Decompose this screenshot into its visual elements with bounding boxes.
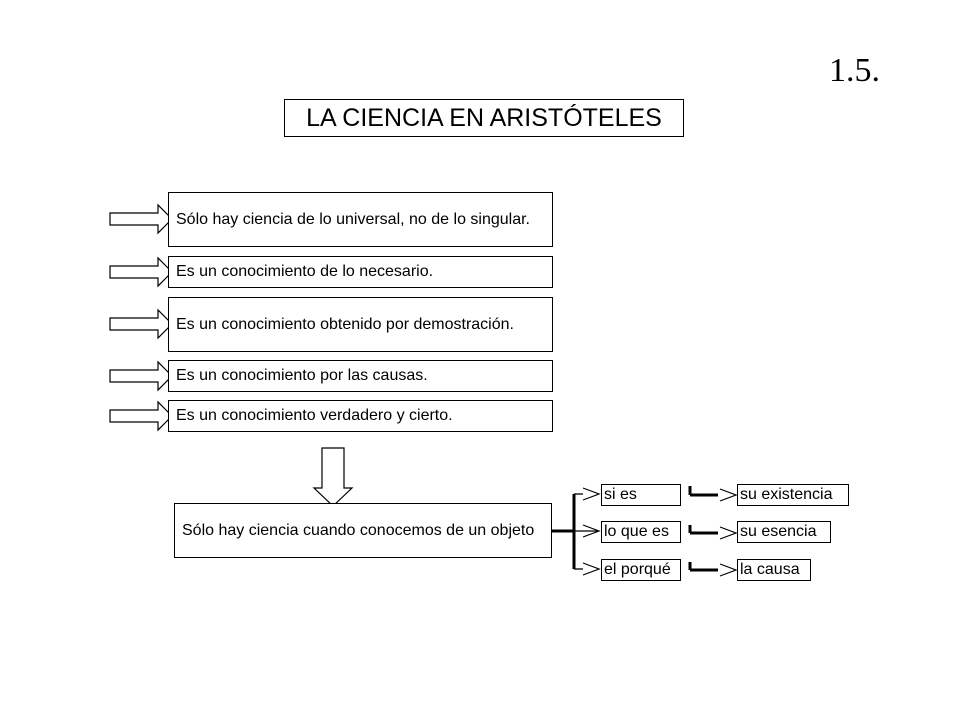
block-arrow-right-icon [109,203,173,235]
term-box: si es [601,484,681,506]
block-arrow-right-icon [109,256,173,288]
characteristic-box: Es un conocimiento por las causas. [168,360,553,392]
meaning-box: su existencia [737,484,849,506]
characteristic-box: Es un conocimiento verdadero y cierto. [168,400,553,432]
block-arrow-right-icon [109,400,173,432]
bracket-connector [552,493,598,570]
term-meaning-arrows [688,486,738,577]
conclusion-box: Sólo hay ciencia cuando conocemos de un … [174,503,552,558]
block-arrow-down-icon [312,447,354,507]
arrowhead-icon [582,562,601,576]
term-box: el porqué [601,559,681,581]
characteristic-box: Es un conocimiento obtenido por demostra… [168,297,553,352]
slide-number: 1.5. [829,52,880,89]
meaning-box: su esencia [737,521,831,543]
arrowhead-icon [582,524,601,538]
meaning-box: la causa [737,559,811,581]
arrowhead-icon [582,487,601,501]
block-arrow-right-icon [109,308,173,340]
characteristic-box: Sólo hay ciencia de lo universal, no de … [168,192,553,247]
term-box: lo que es [601,521,681,543]
page-title: LA CIENCIA EN ARISTÓTELES [284,99,684,137]
characteristic-box: Es un conocimiento de lo necesario. [168,256,553,288]
block-arrow-right-icon [109,360,173,392]
